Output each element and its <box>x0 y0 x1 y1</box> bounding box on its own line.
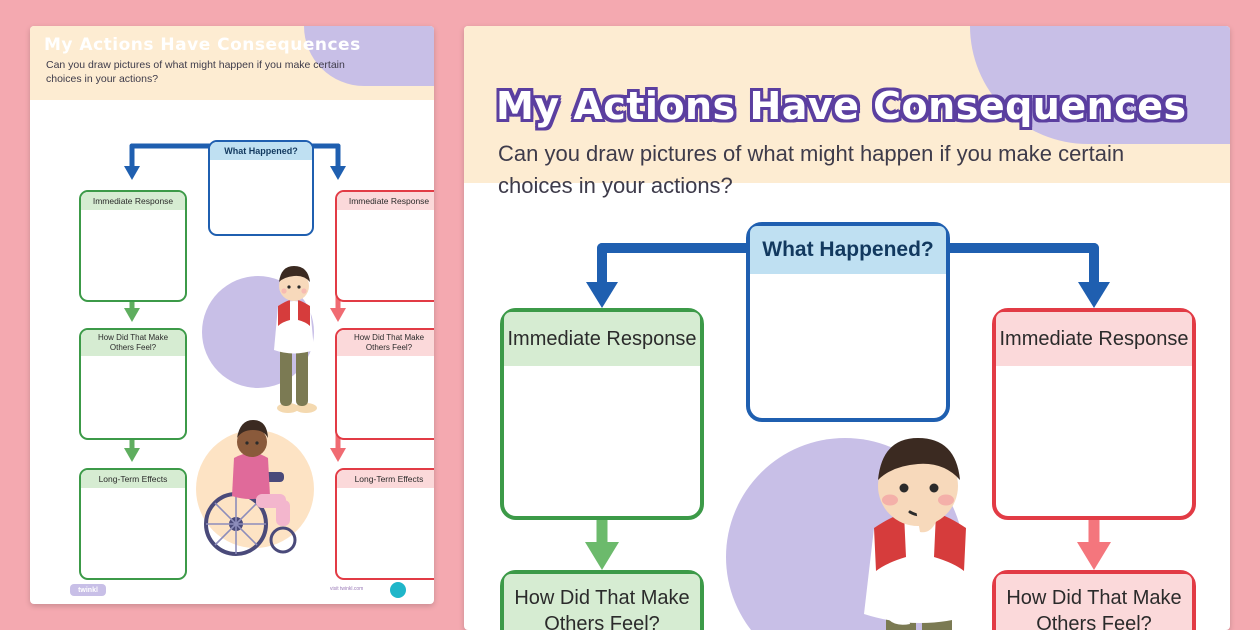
girl-in-wheelchair-illustration-small <box>204 420 297 556</box>
page-subtitle: Can you draw pictures of what might happ… <box>498 141 1125 198</box>
box-others-feel-red-small[interactable]: How Did That Make Others Feel? <box>335 328 434 440</box>
box-label-others-feel-green-small: How Did That Make Others Feel? <box>81 330 185 356</box>
box-label-long-term-red-small: Long-Term Effects <box>337 470 434 488</box>
boy-thinking-illustration <box>864 438 976 630</box>
box-label-immediate-response-green: Immediate Response <box>504 312 700 366</box>
worksheet-preview[interactable]: My Actions Have Consequences Can you dra… <box>464 26 1230 630</box>
box-label-what-happened: What Happened? <box>750 226 946 274</box>
box-label-immediate-response-green-small: Immediate Response <box>81 192 185 210</box>
box-label-long-term-green-small: Long-Term Effects <box>81 470 185 488</box>
box-what-happened[interactable]: What Happened? <box>746 222 950 422</box>
worksheet-thumbnail[interactable]: My Actions Have Consequences Can you dra… <box>30 26 434 604</box>
worksheet-header-small <box>30 26 434 100</box>
box-label-others-feel-red-small: How Did That Make Others Feel? <box>337 330 434 356</box>
box-others-feel-green-small[interactable]: How Did That Make Others Feel? <box>79 328 187 440</box>
page-subtitle-small: Can you draw pictures of what might happ… <box>46 59 345 85</box>
box-others-feel-red[interactable]: How Did That Make Others Feel? <box>992 570 1196 630</box>
box-long-term-green-small[interactable]: Long-Term Effects <box>79 468 187 580</box>
box-label-others-feel-red: How Did That Make Others Feel? <box>996 574 1192 630</box>
worksheet-header-large <box>464 26 1230 183</box>
twinkl-footer-badge: twinkl <box>70 584 106 596</box>
box-what-happened-small[interactable]: What Happened? <box>208 140 314 236</box>
box-others-feel-green[interactable]: How Did That Make Others Feel? <box>500 570 704 630</box>
box-label-others-feel-green: How Did That Make Others Feel? <box>504 574 700 630</box>
box-label-immediate-response-red-small: Immediate Response <box>337 192 434 210</box>
page-title-small: My Actions Have Consequences <box>44 35 361 55</box>
box-immediate-response-red[interactable]: Immediate Response <box>992 308 1196 520</box>
box-label-immediate-response-red: Immediate Response <box>996 312 1192 366</box>
box-immediate-response-green-small[interactable]: Immediate Response <box>79 190 187 302</box>
box-immediate-response-red-small[interactable]: Immediate Response <box>335 190 434 302</box>
twinkl-footer-logo <box>390 582 406 598</box>
box-label-what-happened-small: What Happened? <box>210 142 312 160</box>
boy-thinking-illustration-small <box>274 266 317 413</box>
page-title: My Actions Have Consequences <box>496 84 1187 128</box>
box-long-term-red-small[interactable]: Long-Term Effects <box>335 468 434 580</box>
twinkl-footer-url[interactable]: visit twinkl.com <box>330 586 364 592</box>
box-immediate-response-green[interactable]: Immediate Response <box>500 308 704 520</box>
